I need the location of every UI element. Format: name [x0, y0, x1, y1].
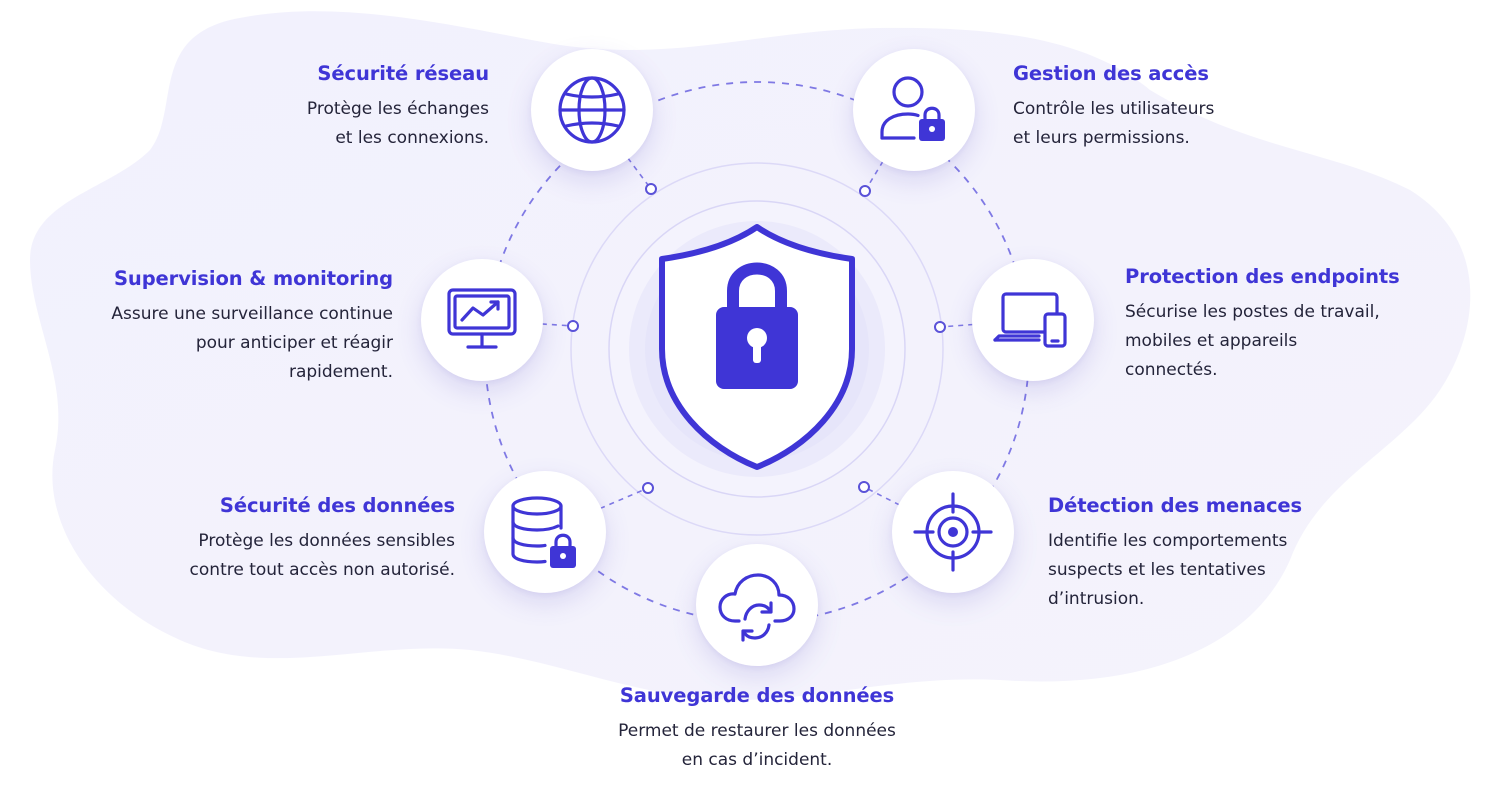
- threats-title: Détection des menaces: [1048, 494, 1303, 517]
- backup-description: Permet de restaurer les données en cas d…: [618, 721, 896, 770]
- user-lock-icon: [880, 76, 945, 141]
- label-data: Sécurité des données Protège les données…: [189, 494, 456, 585]
- connector-dot-3: [567, 320, 579, 332]
- central-shield: [607, 199, 907, 499]
- node-monitoring: [421, 259, 543, 381]
- node-data: [484, 471, 606, 593]
- label-threats: Détection des menaces Identifie les comp…: [1048, 494, 1302, 614]
- connector-dot-2: [859, 185, 871, 197]
- access-description: Contrôle les utilisateurs et leurs permi…: [1013, 99, 1215, 148]
- monitoring-description: Assure une surveillance continue pour an…: [111, 304, 393, 382]
- backup-title: Sauvegarde des données: [619, 684, 895, 707]
- globe-icon: [558, 76, 626, 144]
- monitor-chart-icon: [447, 288, 517, 349]
- node-access: [853, 49, 975, 171]
- label-backup: Sauvegarde des données Permet de restaur…: [553, 684, 961, 775]
- database-lock-icon: [511, 496, 576, 568]
- connector-dot-6: [858, 481, 870, 493]
- access-title: Gestion des accès: [1013, 62, 1209, 85]
- cloud-sync-icon: [718, 573, 796, 642]
- label-endpoints: Protection des endpoints Sécurise les po…: [1125, 265, 1400, 385]
- node-threats: [892, 471, 1014, 593]
- laptop-phone-icon: [993, 292, 1067, 348]
- inner-ring: [570, 162, 944, 536]
- shield-lock-icon: [608, 200, 906, 498]
- network-description: Protège les échanges et les connexions.: [306, 99, 489, 148]
- threats-description: Identifie les comportements suspects et …: [1048, 531, 1288, 609]
- connector-dot-4: [934, 321, 946, 333]
- connector-dot-1: [645, 183, 657, 195]
- connector-line-1: [591, 109, 652, 190]
- connector-dot-5: [642, 482, 654, 494]
- node-backup: [696, 544, 818, 666]
- label-monitoring: Supervision & monitoring Assure une surv…: [111, 267, 393, 387]
- network-title: Sécurité réseau: [317, 62, 489, 85]
- label-network: Sécurité réseau Protège les échanges et …: [307, 62, 489, 153]
- monitoring-title: Supervision & monitoring: [113, 267, 393, 290]
- connector-line-6: [863, 486, 954, 533]
- data-title: Sécurité des données: [219, 494, 455, 517]
- connector-line-5: [544, 487, 649, 533]
- endpoints-description: Sécurise les postes de travail, mobiles …: [1125, 302, 1380, 380]
- target-icon: [913, 492, 993, 572]
- label-access: Gestion des accès Contrôle les utilisate…: [1013, 62, 1214, 153]
- node-endpoints: [972, 259, 1094, 381]
- data-description: Protège les données sensibles contre tou…: [189, 531, 455, 580]
- endpoints-title: Protection des endpoints: [1125, 265, 1400, 288]
- node-network: [531, 49, 653, 171]
